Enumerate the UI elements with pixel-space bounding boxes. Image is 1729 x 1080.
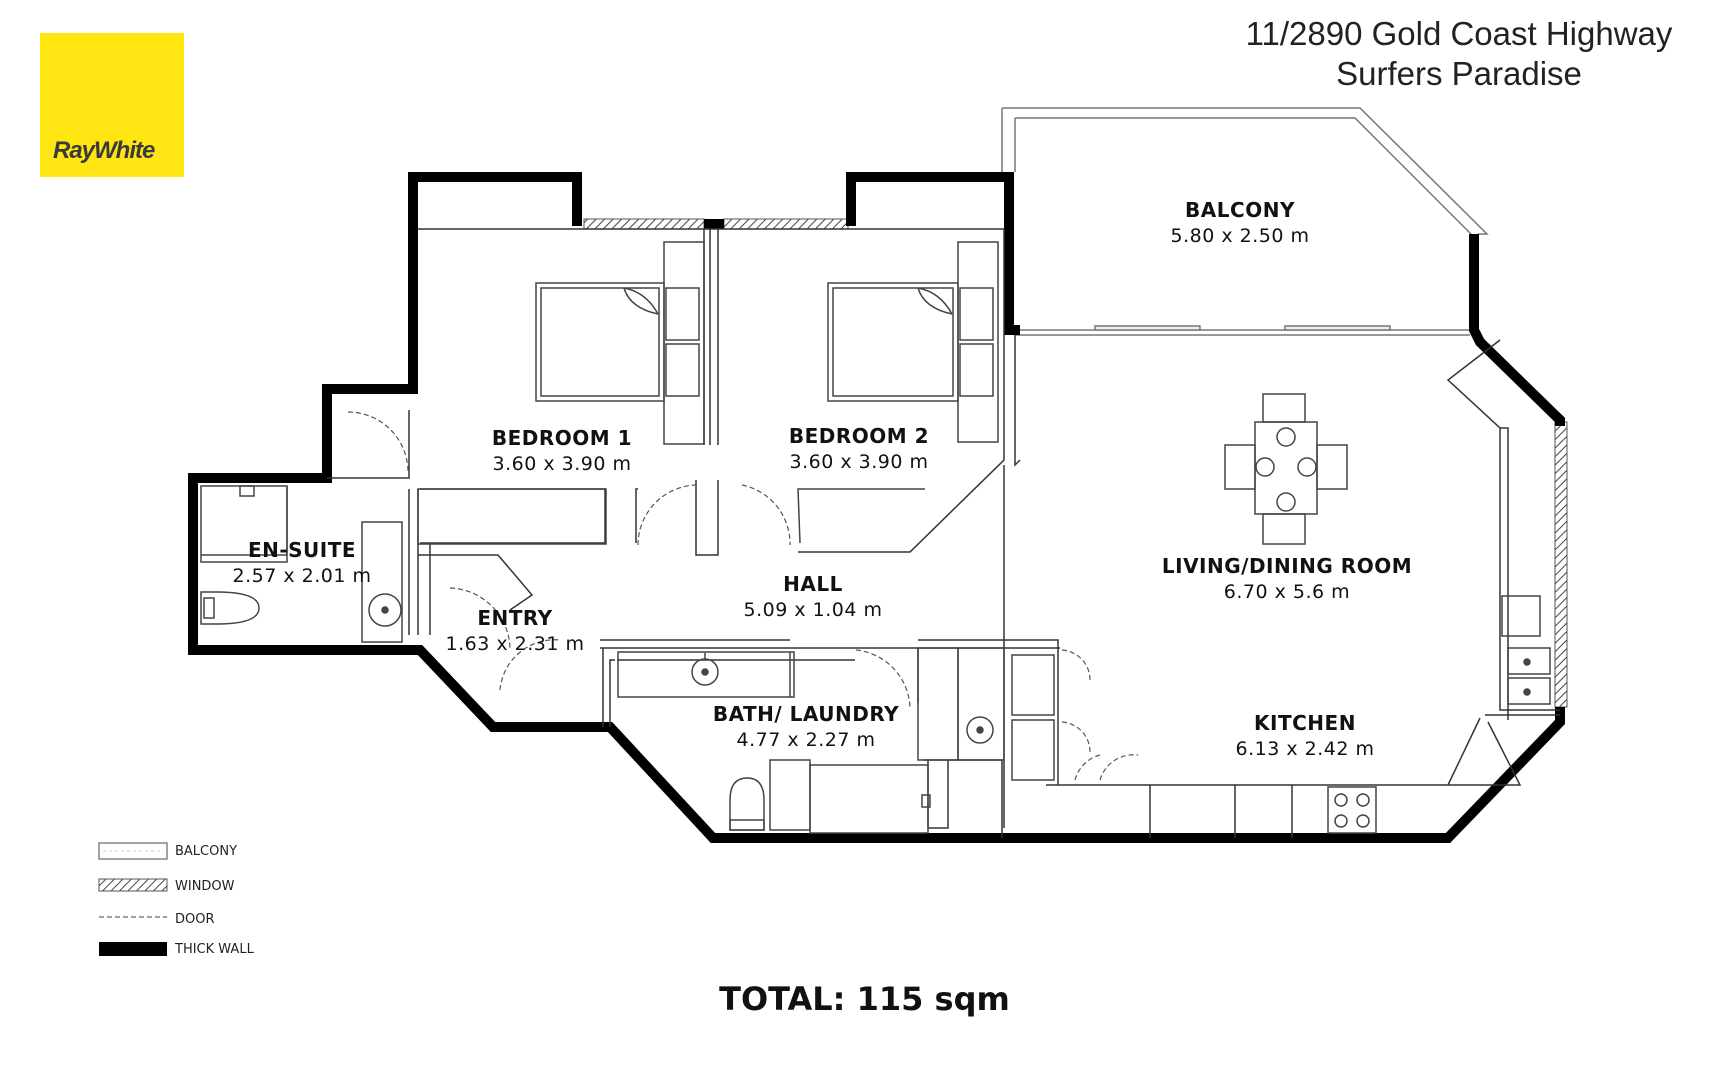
room-label-kitchen: KITCHEN 6.13 x 2.42 m	[1235, 711, 1375, 760]
room-label-hall: HALL 5.09 x 1.04 m	[743, 572, 883, 621]
toilet-bath	[729, 777, 765, 831]
toilet-ensuite	[200, 591, 260, 625]
room-label-bath-laundry: BATH/ LAUNDRY 4.77 x 2.27 m	[712, 702, 900, 751]
room-label-balcony: BALCONY 5.80 x 2.50 m	[1170, 198, 1310, 247]
legend-label-door: DOOR	[175, 912, 215, 927]
door-cupboard-2	[1061, 721, 1091, 753]
room-label-ensuite: EN-SUITE 2.57 x 2.01 m	[232, 538, 372, 587]
legend-window-swatch	[98, 878, 168, 892]
door-cupboard-1	[1061, 649, 1091, 681]
legend-label-window: WINDOW	[175, 879, 235, 894]
address-line-1: 11/2890 Gold Coast Highway	[1245, 15, 1673, 52]
window-living	[1554, 421, 1568, 708]
raywhite-logo: RayWhite	[40, 33, 184, 177]
room-label-bedroom-1: BEDROOM 1 3.60 x 3.90 m	[491, 426, 633, 475]
basin-laundry	[966, 716, 994, 744]
total-area: TOTAL: 115 sqm	[719, 980, 1010, 1018]
door-bath	[855, 649, 911, 709]
room-label-bedroom-2: BEDROOM 2 3.60 x 3.90 m	[788, 424, 930, 473]
room-label-living-dining: LIVING/DINING ROOM 6.70 x 5.6 m	[1161, 554, 1413, 603]
door-bedroom-1-hall	[637, 484, 699, 546]
door-laundry	[1074, 754, 1101, 781]
door-entry-2	[499, 639, 561, 691]
legend-label-balcony: BALCONY	[175, 844, 238, 859]
dining-table	[1224, 393, 1348, 545]
balcony-outline	[1001, 107, 1489, 336]
window-bedroom-2	[723, 218, 849, 230]
legend-label-thick-wall: THICK WALL	[175, 942, 254, 957]
legend	[98, 842, 168, 956]
legend-thick-wall-swatch	[99, 942, 167, 956]
logo-text: RayWhite	[53, 137, 155, 164]
property-address: 11/2890 Gold Coast Highway Surfers Parad…	[1199, 14, 1719, 94]
kitchen-fixtures	[1327, 595, 1551, 834]
interior-walls	[327, 228, 1560, 838]
thick-walls	[188, 172, 1565, 843]
doors	[347, 411, 1139, 781]
room-label-entry: ENTRY 1.63 x 2.31 m	[445, 606, 585, 655]
ensuite-fixtures	[200, 485, 403, 643]
cooktop	[1327, 786, 1377, 834]
bedroom-2-furniture	[797, 241, 999, 544]
door-entry	[449, 587, 511, 651]
wardrobe-bedroom-1	[663, 241, 705, 445]
bedroom-1-furniture	[417, 241, 705, 545]
door-bedroom-1	[347, 411, 409, 473]
wardrobe-bedroom-2	[957, 241, 999, 443]
address-line-2: Surfers Paradise	[1336, 55, 1582, 92]
windows	[583, 218, 1568, 708]
door-bedroom-2-hall	[741, 484, 791, 546]
basin-ensuite	[368, 593, 402, 627]
bath-fixtures	[617, 647, 1055, 834]
window-bedroom-1	[583, 218, 705, 230]
bed-1	[535, 282, 665, 402]
bed-2	[827, 282, 959, 402]
